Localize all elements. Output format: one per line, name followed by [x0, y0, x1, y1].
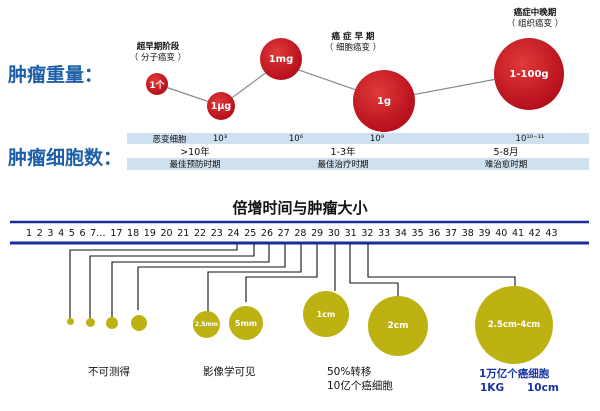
table-over-10-years: >10年 [180, 147, 210, 158]
timeline-number: 43 [545, 227, 558, 239]
timeline-number: 38 [461, 227, 474, 239]
timeline-number: 3 [47, 227, 54, 239]
timeline-number: 4 [58, 227, 65, 239]
timeline-number: 21 [177, 227, 190, 239]
caption-undetectable: 不可测得 [88, 366, 130, 378]
size-dot-tiny-1 [67, 318, 74, 325]
timeline-number: 27 [277, 227, 290, 239]
stage-ultra-early-title: 超早期阶段 [136, 42, 180, 52]
timeline-number: 32 [361, 227, 374, 239]
timeline-number: 23 [210, 227, 223, 239]
size-circle-5mm: 5mm [229, 306, 263, 340]
table-hard-to-cure: 难治愈时期 [484, 160, 528, 170]
table-row3-bg [127, 158, 589, 170]
timeline-number: 36 [428, 227, 441, 239]
timeline-number: 1 [26, 227, 33, 239]
table-10-10-11: 10¹⁰⁻¹¹ [515, 133, 545, 144]
timeline-number: 31 [344, 227, 357, 239]
timeline-number: 30 [327, 227, 340, 239]
timeline-number: 5 [68, 227, 75, 239]
doubling-time-title: 倍增时间与肿瘤大小 [232, 199, 368, 217]
stage-mid-late-sub: （ 组织癌变 ） [506, 19, 564, 29]
timeline-number: 17 [110, 227, 123, 239]
table-10-6: 10⁶ [288, 133, 304, 144]
table-10-3: 10³ [212, 133, 228, 144]
timeline-number: 25 [244, 227, 257, 239]
size-dot-tiny-3 [106, 317, 118, 329]
stage-ultra-early: 超早期阶段 （ 分子癌变 ） [128, 42, 188, 64]
caption-imaging-visible: 影像学可见 [203, 366, 256, 378]
size-dot-tiny-4 [131, 315, 147, 331]
weight-circle-1-cell: 1个 [146, 73, 168, 95]
weight-circle-1mg: 1mg [260, 38, 302, 80]
timeline-number: 35 [411, 227, 424, 239]
timeline-number: 24 [227, 227, 240, 239]
size-circle-2-5-4cm: 2.5cm-4cm [475, 286, 553, 364]
size-circle-1cm: 1cm [303, 291, 349, 337]
table-1-3-years: 1-3年 [330, 147, 356, 158]
stage-mid-late: 癌症中晚期 （ 组织癌变 ） [500, 8, 570, 30]
timeline-number: 19 [143, 227, 156, 239]
size-dot-tiny-2 [86, 318, 95, 327]
caption-metastasis-2: 10亿个癌细胞 [327, 380, 393, 392]
stage-early-title: 癌 症 早 期 [331, 32, 375, 42]
timeline-number: 42 [528, 227, 541, 239]
stage-ultra-early-sub: （ 分子癌变 ） [129, 53, 187, 63]
tumor-cell-count-label: 肿瘤细胞数： [8, 147, 123, 169]
timeline-number: 6 [79, 227, 86, 239]
size-circle-2-5mm: 2.5mm [193, 311, 220, 338]
table-row1-bg [127, 133, 589, 144]
size-connectors [69, 244, 516, 318]
caption-trillion-cells: 1万亿个癌细胞 [479, 368, 550, 380]
stage-early: 癌 症 早 期 （ 细胞癌变 ） [318, 32, 388, 54]
caption-10cm: 10cm [527, 382, 559, 394]
table-10-9: 10⁹ [369, 133, 385, 144]
size-circle-2cm: 2cm [368, 296, 428, 356]
timeline-number: 41 [511, 227, 525, 239]
table-5-8-months: 5-8月 [493, 147, 519, 158]
timeline-number: 37 [445, 227, 458, 239]
timeline-number: 18 [127, 227, 140, 239]
caption-metastasis-1: 50%转移 [327, 366, 372, 378]
timeline-number: 40 [495, 227, 508, 239]
stage-mid-late-title: 癌症中晚期 [513, 8, 557, 18]
timeline-number: 39 [478, 227, 491, 239]
timeline-number: 22 [193, 227, 207, 239]
timeline-number: 20 [160, 227, 173, 239]
table-malignant-cells: 恶变细胞 [152, 134, 187, 145]
timeline-number: 29 [311, 227, 324, 239]
timeline-number: 34 [394, 227, 407, 239]
caption-1kg: 1KG [480, 382, 505, 394]
timeline-number: 2 [36, 227, 43, 239]
stage-early-sub: （ 细胞癌变 ） [324, 43, 382, 53]
weight-circle-1g: 1g [353, 70, 415, 132]
timeline-number: 7… [90, 227, 106, 239]
timeline-number: 26 [260, 227, 274, 239]
table-best-treatment: 最佳治疗时期 [317, 160, 369, 170]
timeline-number: 28 [294, 227, 307, 239]
weight-circle-1-100g: 1-100g [494, 38, 564, 110]
tumor-weight-label: 肿瘤重量： [8, 64, 104, 86]
table-best-prevention: 最佳预防时期 [169, 160, 221, 170]
weight-circle-1ug: 1μg [207, 92, 235, 120]
timeline-number: 33 [378, 227, 391, 239]
